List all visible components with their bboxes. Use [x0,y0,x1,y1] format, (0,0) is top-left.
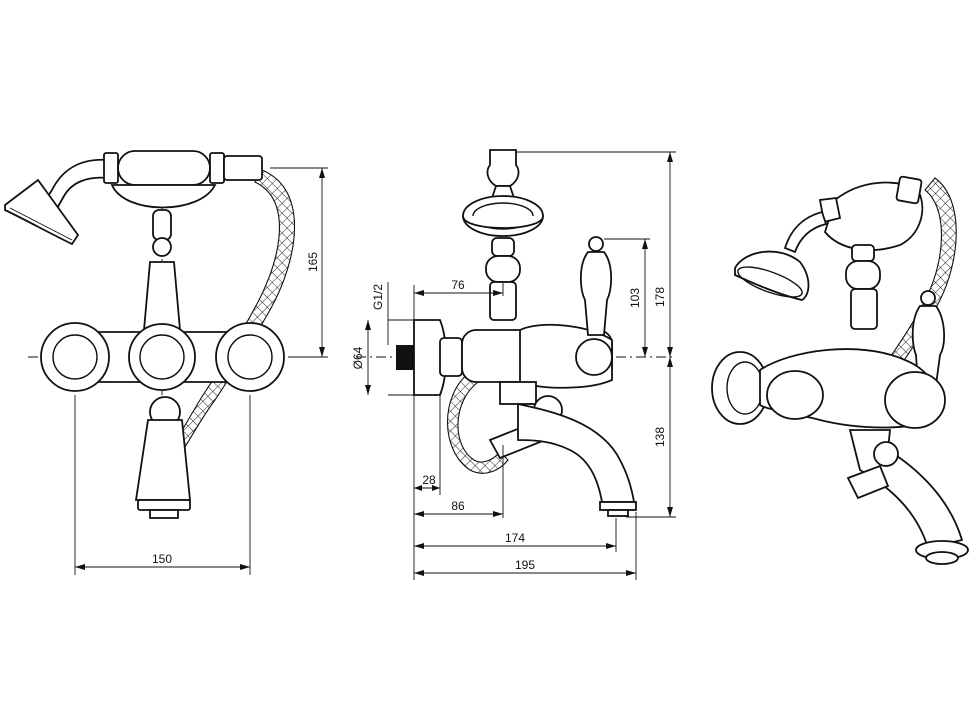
side-handle [579,251,613,336]
front-handset-hose-nut [223,155,263,181]
front-view: 150 165 [4,150,328,575]
side-view: 178 103 138 76 G1/2 Ø64 28 86 [351,149,676,580]
front-handset-grip [117,150,211,186]
front-flange-right [215,322,285,392]
perspective-column-bulb [845,260,881,290]
dim-174: 174 [505,531,525,545]
dim-178: 178 [653,287,667,307]
perspective-view [711,175,969,565]
dim-28: 28 [422,473,436,487]
perspective-handle-knob [920,290,936,306]
front-cradle-stem [152,209,172,241]
perspective-body-cap [884,371,946,429]
dim-195: 195 [515,558,535,572]
perspective-shower-head [734,250,810,301]
front-diverter-handle [143,261,181,331]
side-body-cap [575,338,613,376]
front-spout-tip [137,499,191,511]
dim-103: 103 [628,288,642,308]
perspective-body-left [766,370,824,420]
side-spout [517,402,636,503]
front-shower-head [4,178,80,246]
perspective-column-ring [851,244,875,262]
dim-g12: G1/2 [371,284,385,310]
perspective-hose-nut [895,175,923,205]
front-handset-collar-right [209,152,225,184]
dim-diameter: Ø64 [351,346,365,369]
side-spout-tip [599,501,637,511]
dim-86: 86 [451,499,465,513]
front-cradle [110,184,217,209]
front-knob-top [152,237,172,257]
side-thread-connector [396,345,414,370]
front-spout-aerator [149,509,179,519]
front-handset-collar-left [103,152,119,184]
side-nut [439,337,463,377]
perspective-diverter-lever [846,464,890,500]
front-flange-left [40,322,110,392]
perspective-diverter-knob [873,441,899,467]
dim-76: 76 [451,278,465,292]
side-column-ring [491,237,515,257]
side-spout-neck [499,381,537,405]
side-shower-mount [486,149,520,187]
dim-165: 165 [306,252,320,272]
side-handle-knob [588,236,604,252]
front-hose [169,169,296,459]
side-column-bulb [485,255,521,283]
dim-138: 138 [653,427,667,447]
front-center-hub [128,323,196,391]
front-spout [134,419,191,501]
perspective-handset-arm [783,210,828,254]
side-hose [446,371,509,474]
perspective-column [850,288,878,330]
dim-150: 150 [152,552,172,566]
